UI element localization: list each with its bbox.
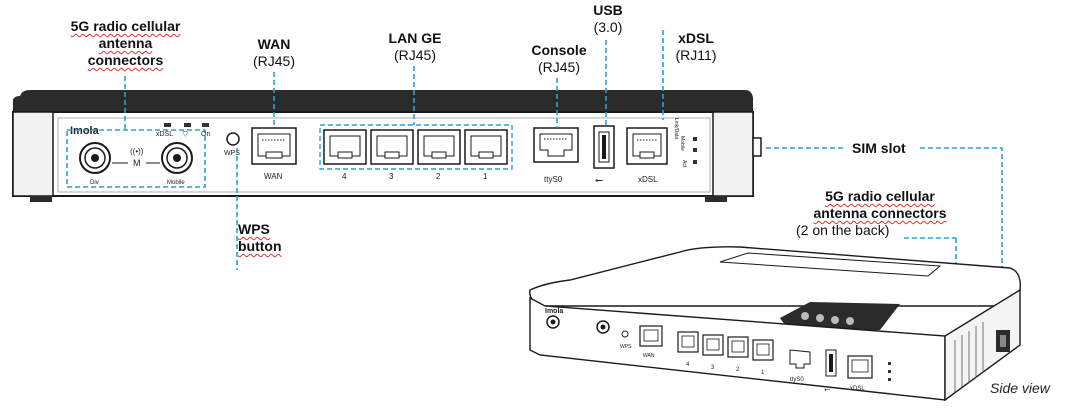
side-lan-label-4: 4 <box>686 362 690 368</box>
lan-ports <box>323 129 508 165</box>
usb-icon: ⭠ <box>595 175 603 186</box>
callout-wps: WPS button <box>238 221 308 255</box>
callout-wan-sub: (RJ45) <box>252 53 295 69</box>
front-brand: Imola <box>70 125 100 137</box>
xdsl-port <box>626 127 668 165</box>
callout-antenna-side-line1: 5G radio cellular <box>825 188 935 204</box>
callout-usb-sub: (3.0) <box>593 19 623 35</box>
wifi-icon: ⌔ <box>181 129 189 139</box>
antenna-connector-mobile <box>161 142 193 174</box>
side-xdsl-label: xDSL <box>850 386 865 392</box>
antenna-connector-div <box>79 142 111 174</box>
wan-port <box>251 127 297 165</box>
led-label-on: On <box>201 131 210 138</box>
callout-wan: WAN (RJ45) <box>244 36 304 70</box>
led-label-xdsl: xDSL <box>156 131 173 138</box>
leader-lines <box>124 30 1003 318</box>
callout-usb-title: USB <box>593 2 623 18</box>
callout-wan-title: WAN <box>257 36 291 52</box>
xdsl-leds <box>693 137 697 164</box>
console-port <box>533 127 579 163</box>
xdsl-port-label: xDSL <box>638 175 658 184</box>
side-console-port <box>789 349 811 369</box>
side-wan-label: WAN <box>643 353 655 359</box>
foot-left <box>30 196 52 202</box>
side-lan-label-2: 2 <box>736 367 740 373</box>
sim-slot <box>752 137 762 157</box>
callout-console-sub: (RJ45) <box>537 59 580 75</box>
radio-icon: ((•)) <box>130 147 144 156</box>
callout-antenna-side-sub: (2 on the back) <box>796 222 890 238</box>
leader-sim-side <box>920 147 1003 318</box>
side-usb-icon: ⭠ <box>824 385 831 394</box>
foot-right <box>705 196 727 202</box>
callout-antenna-top: 5G radio cellular antenna connectors <box>58 18 193 69</box>
side-lan-label-1: 1 <box>761 370 765 376</box>
antenna-label-mobile: Mobile <box>167 180 185 186</box>
callout-wps-line2: button <box>238 238 282 254</box>
callout-xdsl-sub: (RJ11) <box>675 47 717 63</box>
lan-port-label-1: 1 <box>483 172 488 181</box>
xdsl-led-label-act: Act <box>681 160 687 168</box>
callout-wps-line1: WPS <box>238 221 270 237</box>
wan-port-label: WAN <box>264 172 283 181</box>
wps-label: WPS <box>224 150 240 157</box>
callout-antenna-side-line2: antenna connectors <box>813 205 947 221</box>
antenna-center-label: M <box>133 158 141 168</box>
antenna-highlight-box <box>66 129 206 188</box>
callout-antenna-top-line1: 5G radio cellular <box>70 18 181 34</box>
callout-sim-slot: SIM slot <box>848 140 910 156</box>
callout-console-title: Console <box>531 42 587 58</box>
lan-highlight-box <box>319 124 513 170</box>
wps-button <box>226 132 240 146</box>
device-top-lid <box>13 90 753 112</box>
callout-lan-title: LAN GE <box>388 30 442 46</box>
side-right-face <box>944 288 1021 402</box>
callout-antenna-top-line3: connectors <box>87 52 164 68</box>
xdsl-led-label-link: Link/Data <box>673 118 679 139</box>
side-xdsl-leds <box>888 362 891 381</box>
side-lan-label-3: 3 <box>711 365 715 371</box>
side-view-caption: Side view <box>990 380 1050 396</box>
callout-antenna-top-line2: antenna <box>98 35 153 51</box>
side-wps-label: WPS <box>620 344 632 350</box>
lan-port-label-3: 3 <box>389 172 394 181</box>
callout-xdsl-title: xDSL <box>678 30 714 46</box>
side-device: Imola WPS WAN 4 3 2 1 ttyS0 ⭠ <box>529 246 1021 402</box>
console-port-label: ttyS0 <box>544 175 563 184</box>
callout-antenna-side: 5G radio cellular antenna connectors (2 … <box>790 188 970 239</box>
callout-console: Console (RJ45) <box>524 42 594 76</box>
antenna-label-div: Div <box>90 180 99 186</box>
callout-lan-sub: (RJ45) <box>393 47 436 63</box>
callout-usb: USB (3.0) <box>584 2 632 36</box>
side-top-vent <box>780 302 900 332</box>
lan-port-label-2: 2 <box>436 172 441 181</box>
callout-lan: LAN GE (RJ45) <box>378 30 452 64</box>
usb-port <box>593 125 615 169</box>
side-console-label: ttyS0 <box>790 377 804 383</box>
lan-port-label-4: 4 <box>342 172 347 181</box>
front-device: Imola xDSL ⌔ On ((•)) M Div Mobile WPS <box>12 90 762 202</box>
side-brand: Imola <box>545 308 563 315</box>
side-lan-ports <box>677 331 774 361</box>
xdsl-led-label-mobile: Mobile <box>679 136 685 151</box>
callout-xdsl: xDSL (RJ11) <box>666 30 726 64</box>
